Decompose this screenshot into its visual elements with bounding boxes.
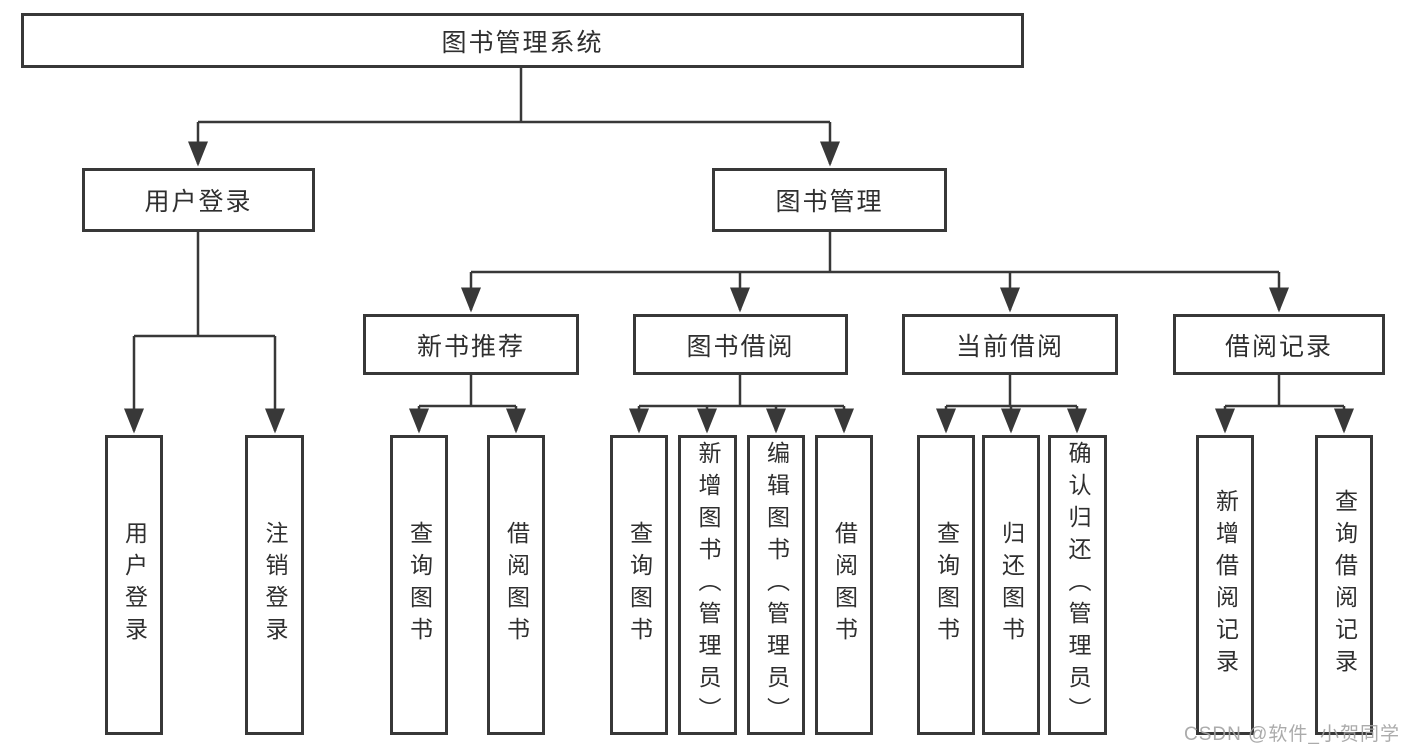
node-book-borrow: 图书借阅 bbox=[633, 314, 848, 375]
node-new-book-recommend-label: 新书推荐 bbox=[416, 332, 525, 361]
leaf-borrow-books: 借阅图书 bbox=[815, 435, 873, 735]
leaf-logout: 注销登录 bbox=[245, 435, 304, 735]
leaf-confirm-return-admin-label: 确认归还（管理员） bbox=[1065, 441, 1091, 729]
node-library-system-root-label: 图书管理系统 bbox=[441, 28, 604, 57]
leaf-add-book-admin-label: 新增图书（管理员） bbox=[695, 441, 721, 729]
node-current-borrow-label: 当前借阅 bbox=[955, 332, 1064, 361]
leaf-add-borrow-record: 新增借阅记录 bbox=[1196, 435, 1254, 735]
leaf-query-borrow-record-label: 查询借阅记录 bbox=[1331, 489, 1358, 681]
node-book-borrow-label: 图书借阅 bbox=[686, 332, 795, 361]
leaf-edit-book-admin-label: 编辑图书（管理员） bbox=[763, 441, 790, 729]
node-user-login-label: 用户登录 bbox=[144, 188, 253, 216]
leaf-logout-label: 注销登录 bbox=[262, 521, 288, 649]
leaf-user-login: 用户登录 bbox=[105, 435, 163, 735]
leaf-borrow-books-recommend: 借阅图书 bbox=[487, 435, 545, 735]
node-library-system-root: 图书管理系统 bbox=[21, 13, 1024, 68]
leaf-query-books-current: 查询图书 bbox=[917, 435, 975, 735]
leaf-query-books-current-label: 查询图书 bbox=[933, 521, 960, 649]
leaf-add-borrow-record-label: 新增借阅记录 bbox=[1212, 489, 1239, 681]
leaf-return-books: 归还图书 bbox=[982, 435, 1040, 735]
leaf-edit-book-admin: 编辑图书（管理员） bbox=[747, 435, 805, 735]
csdn-watermark: CSDN @软件_小贺同学 bbox=[1184, 724, 1400, 745]
leaf-user-login-label: 用户登录 bbox=[121, 521, 148, 649]
leaf-confirm-return-admin: 确认归还（管理员） bbox=[1048, 435, 1107, 735]
leaf-query-books-recommend-label: 查询图书 bbox=[406, 521, 433, 649]
node-current-borrow: 当前借阅 bbox=[902, 314, 1118, 375]
node-borrow-records: 借阅记录 bbox=[1173, 314, 1385, 375]
node-new-book-recommend: 新书推荐 bbox=[363, 314, 579, 375]
leaf-borrow-books-recommend-label: 借阅图书 bbox=[503, 521, 530, 649]
node-user-login: 用户登录 bbox=[82, 168, 315, 232]
leaf-return-books-label: 归还图书 bbox=[998, 521, 1025, 649]
leaf-query-books-borrow-label: 查询图书 bbox=[626, 521, 653, 649]
node-book-management: 图书管理 bbox=[712, 168, 947, 232]
node-borrow-records-label: 借阅记录 bbox=[1224, 332, 1333, 361]
leaf-borrow-books-label: 借阅图书 bbox=[831, 521, 858, 649]
leaf-query-books-recommend: 查询图书 bbox=[390, 435, 448, 735]
node-book-management-label: 图书管理 bbox=[775, 188, 884, 216]
leaf-add-book-admin: 新增图书（管理员） bbox=[678, 435, 737, 735]
leaf-query-borrow-record: 查询借阅记录 bbox=[1315, 435, 1373, 735]
leaf-query-books-borrow: 查询图书 bbox=[610, 435, 668, 735]
